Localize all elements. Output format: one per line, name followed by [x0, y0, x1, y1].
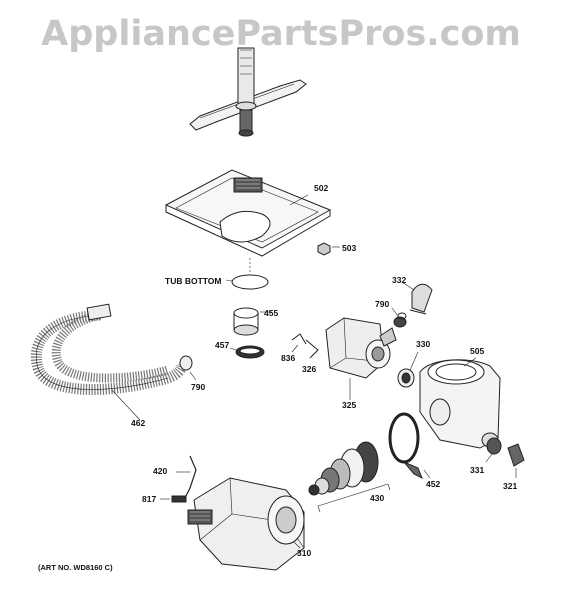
label-817: 817 [142, 494, 157, 504]
label-503: 503 [342, 243, 357, 253]
clamp-457 [229, 345, 265, 359]
wire-420 [176, 455, 197, 497]
label-502: 502 [314, 183, 329, 193]
label-310: 310 [297, 548, 312, 558]
hose-clamp-790 [179, 355, 197, 381]
label-326: 326 [302, 364, 317, 374]
leader-502 [289, 194, 309, 206]
label-332: 332 [392, 275, 407, 285]
label-790-upper: 790 [375, 299, 390, 309]
wire-836 [291, 333, 307, 345]
filter-plate [164, 169, 332, 257]
tub-oring [225, 258, 269, 290]
drain-hose [30, 303, 187, 421]
screw-817 [160, 495, 187, 503]
label-462: 462 [131, 418, 146, 428]
label-457: 457 [215, 340, 230, 350]
grommet-331 [485, 437, 502, 463]
nut-503 [317, 242, 340, 256]
label-430: 430 [370, 493, 385, 503]
label-836: 836 [281, 353, 296, 363]
seal-455 [233, 307, 272, 336]
label-tub-bottom: TUB BOTTOM [165, 276, 222, 286]
label-331: 331 [470, 465, 485, 475]
leader-836 [291, 344, 299, 353]
label-455: 455 [264, 308, 279, 318]
label-420: 420 [153, 466, 168, 476]
sump-505 [419, 357, 501, 449]
clamp-790-upper [391, 307, 407, 328]
spray-arm [189, 47, 307, 137]
clamp-ring-452 [388, 412, 431, 480]
clamp-330 [397, 351, 419, 388]
spring-326 [305, 339, 319, 359]
impeller-assembly-430 [308, 441, 391, 513]
watermark: AppliancePartsPros.com [41, 14, 521, 54]
motor-310 [187, 477, 305, 571]
pump-module-325 [325, 317, 397, 400]
label-790-lower: 790 [191, 382, 206, 392]
label-330: 330 [416, 339, 431, 349]
connector-321 [507, 443, 525, 478]
label-505: 505 [470, 346, 485, 356]
label-325: 325 [342, 400, 357, 410]
art-number: (ART NO. WD8160 C) [38, 563, 113, 572]
elbow-hose-332 [401, 281, 433, 315]
label-321: 321 [503, 481, 518, 491]
label-452: 452 [426, 479, 441, 489]
